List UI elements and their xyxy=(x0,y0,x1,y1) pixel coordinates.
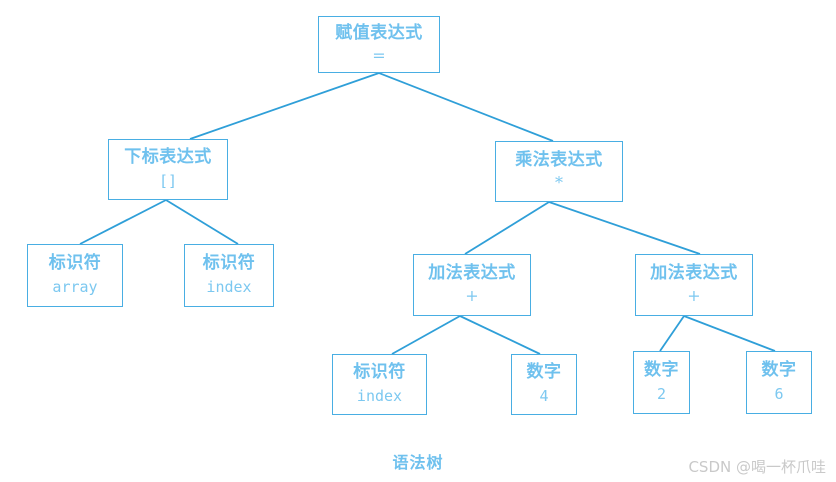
tree-node-id_idx2[interactable]: 标识符 index xyxy=(332,354,427,415)
node-subtitle: * xyxy=(555,172,563,192)
tree-node-num2[interactable]: 数字 2 xyxy=(633,351,690,414)
node-subtitle: + xyxy=(687,286,701,306)
csdn-watermark: CSDN @喝一杯爪哇 xyxy=(688,458,826,476)
node-title: 标识符 xyxy=(48,253,102,274)
tree-node-id_arr[interactable]: 标识符 array xyxy=(27,244,123,307)
node-subtitle: = xyxy=(372,45,386,65)
tree-edge-mul-to-add1 xyxy=(464,201,550,255)
tree-edge-add2-to-num2 xyxy=(659,315,685,352)
node-title: 数字 xyxy=(644,360,679,381)
tree-node-num4[interactable]: 数字 4 xyxy=(511,354,577,415)
diagram-caption: 语法树 xyxy=(392,453,444,472)
node-title: 数字 xyxy=(526,362,562,383)
node-title: 加法表达式 xyxy=(650,263,738,284)
node-subtitle: 2 xyxy=(656,385,667,404)
tree-edge-index-to-id_arr xyxy=(79,199,167,245)
node-title: 标识符 xyxy=(353,362,406,383)
node-title: 乘法表达式 xyxy=(515,149,603,170)
node-subtitle: index xyxy=(356,387,403,406)
node-title: 标识符 xyxy=(202,253,256,274)
tree-node-add2[interactable]: 加法表达式+ xyxy=(635,254,753,316)
node-subtitle: 6 xyxy=(774,385,784,404)
node-title: 数字 xyxy=(761,360,797,381)
node-title: 赋值表达式 xyxy=(335,22,423,43)
node-subtitle: index xyxy=(206,278,252,297)
tree-edge-assign-to-mul xyxy=(378,72,554,142)
tree-edge-mul-to-add2 xyxy=(548,201,701,255)
node-title: 加法表达式 xyxy=(428,263,516,284)
tree-node-num6[interactable]: 数字 6 xyxy=(746,351,812,414)
tree-node-assign[interactable]: 赋值表达式= xyxy=(318,16,440,73)
tree-edge-add2-to-num6 xyxy=(683,315,776,352)
tree-edge-index-to-id_idx1 xyxy=(165,199,239,245)
node-subtitle: 4 xyxy=(539,387,549,406)
tree-edge-add1-to-id_idx2 xyxy=(391,315,461,355)
tree-edge-assign-to-index xyxy=(189,72,380,140)
tree-edge-add1-to-num4 xyxy=(459,315,541,355)
tree-node-id_idx1[interactable]: 标识符 index xyxy=(184,244,274,307)
tree-node-mul[interactable]: 乘法表达式* xyxy=(495,141,623,202)
node-subtitle: array xyxy=(52,278,98,297)
tree-node-add1[interactable]: 加法表达式+ xyxy=(413,254,531,316)
node-subtitle: [] xyxy=(158,172,178,191)
tree-node-index[interactable]: 下标表达式 [] xyxy=(108,139,228,200)
node-title: 下标表达式 xyxy=(124,147,212,168)
node-subtitle: + xyxy=(465,286,479,306)
